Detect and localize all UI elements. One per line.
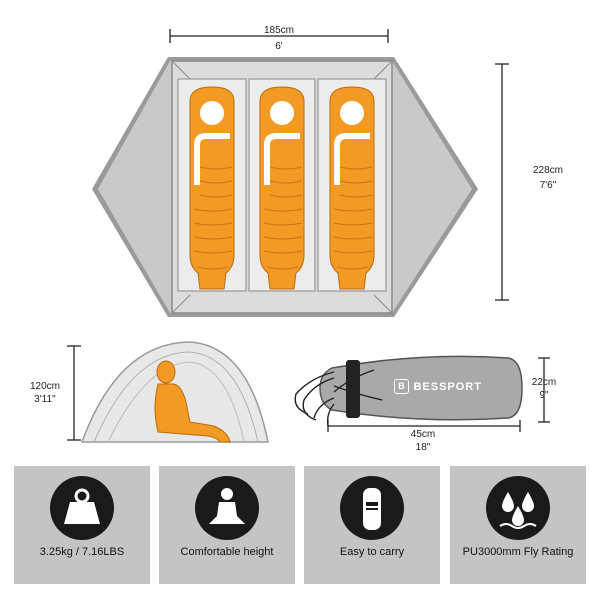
bag-length-in-label: 18" xyxy=(415,442,431,453)
top-width-ft-label: 6' xyxy=(275,41,283,52)
top-length-ft-label: 7'6" xyxy=(539,180,557,191)
bag-length-dimension-line xyxy=(327,420,521,432)
side-height-cm-label: 120cm xyxy=(29,381,60,392)
feature-label-waterproof: PU3000mm Fly Rating xyxy=(462,546,574,558)
brand-logo-mark: B xyxy=(394,379,409,395)
carry-bag-illustration xyxy=(294,355,523,427)
brand-name: BESSPORT xyxy=(413,380,482,393)
tent-top-view xyxy=(92,57,478,317)
feature-panel-waterproof: PU3000mm Fly Rating xyxy=(450,466,586,584)
side-height-ft-label: 3'11'' xyxy=(34,394,56,405)
sleeping-bag-1 xyxy=(189,86,235,290)
diameter-dimension-line xyxy=(538,357,550,423)
bag-length-dimension xyxy=(326,418,522,434)
weight-icon xyxy=(50,476,114,540)
tent-side-view xyxy=(80,341,269,443)
top-width-cm-label: 185cm xyxy=(263,25,294,36)
width-dimension-line xyxy=(169,29,389,43)
sleeping-bag-3 xyxy=(329,86,375,290)
carry-bag-brand-logo: B BESSPORT xyxy=(394,378,482,396)
feature-label-height: Comfortable height xyxy=(180,546,274,558)
feature-panel-carry: Easy to carry xyxy=(304,466,440,584)
sitting-person-figure xyxy=(154,360,231,443)
carry-bag-body xyxy=(319,355,523,421)
sleeping-bag-2 xyxy=(259,86,305,290)
bag-diameter-cm-label: 22cm xyxy=(531,377,557,388)
top-length-cm-label: 228cm xyxy=(532,165,563,176)
bag-diameter-dimension xyxy=(536,356,552,424)
feature-panel-height: Comfortable height xyxy=(159,466,295,584)
feature-label-carry: Easy to carry xyxy=(339,546,405,558)
top-view-width-dimension xyxy=(168,26,390,46)
carry-bag-icon xyxy=(340,476,404,540)
bag-diameter-in-label: 9" xyxy=(539,390,549,401)
length-dimension-line xyxy=(495,63,509,301)
person-sitting-icon xyxy=(195,476,259,540)
feature-panel-weight: 3.25kg / 7.16LBS xyxy=(14,466,150,584)
water-drops-icon xyxy=(486,476,550,540)
feature-bar: 3.25kg / 7.16LBS Comfortable height Easy… xyxy=(14,466,586,584)
side-height-dimension xyxy=(64,344,84,442)
top-view-length-dimension xyxy=(492,62,512,302)
feature-label-weight: 3.25kg / 7.16LBS xyxy=(39,546,125,558)
height-dimension-line xyxy=(67,345,81,441)
bag-length-cm-label: 45cm xyxy=(410,429,436,440)
bag-cinch xyxy=(346,360,360,418)
